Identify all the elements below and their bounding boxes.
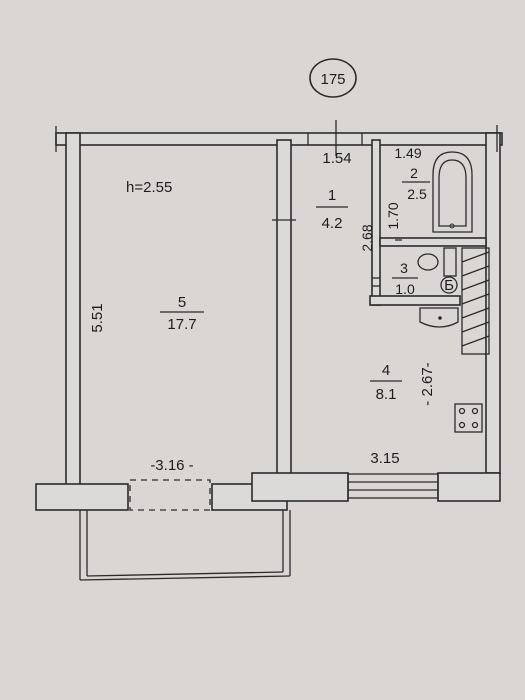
meter-letter: Б <box>444 277 454 294</box>
dim-bath-width: 1.49 <box>394 145 421 161</box>
svg-text:4: 4 <box>382 362 390 379</box>
outer-walls <box>35 120 503 511</box>
sheet-number: 175 <box>320 71 345 88</box>
svg-text:1: 1 <box>328 187 336 204</box>
svg-text:3: 3 <box>400 260 408 276</box>
dim-hall-width: 1.54 <box>322 150 351 167</box>
room-4-label: 4 8.1 <box>370 362 402 403</box>
svg-text:5: 5 <box>178 294 186 311</box>
bathtub-icon <box>432 151 473 233</box>
room-1-label: 1 4.2 <box>316 187 348 232</box>
dim-hall-height: 2.68 <box>359 224 375 251</box>
ceiling-height-label: h=2.55 <box>126 179 172 196</box>
svg-text:2: 2 <box>410 165 418 181</box>
dim-bath-height: 1.70 <box>385 202 401 229</box>
svg-text:1.0: 1.0 <box>395 281 415 297</box>
dim-room5-height: 5.51 <box>89 303 106 332</box>
balcony <box>79 510 291 581</box>
svg-text:4.2: 4.2 <box>322 215 343 232</box>
svg-text:17.7: 17.7 <box>167 316 196 333</box>
dim-kitchen-width: 3.15 <box>370 450 399 467</box>
toilet-icon <box>417 247 457 277</box>
vent-shaft <box>461 247 490 355</box>
dim-room5-width: -3.16 - <box>150 457 193 474</box>
bathroom-walls <box>369 139 487 306</box>
room-3-label: 3 1.0 <box>392 260 418 297</box>
dim-kitchen-height: - 2.67- <box>419 362 436 405</box>
sheet-number-badge: 175 <box>309 58 357 98</box>
stove-icon <box>454 403 483 433</box>
room-5-label: 5 17.7 <box>160 294 204 333</box>
svg-text:2.5: 2.5 <box>407 186 427 202</box>
room-2-label: 2 2.5 <box>402 165 430 202</box>
svg-text:8.1: 8.1 <box>376 386 397 403</box>
meter-symbol: Б <box>440 276 458 294</box>
sink-icon <box>419 307 459 328</box>
